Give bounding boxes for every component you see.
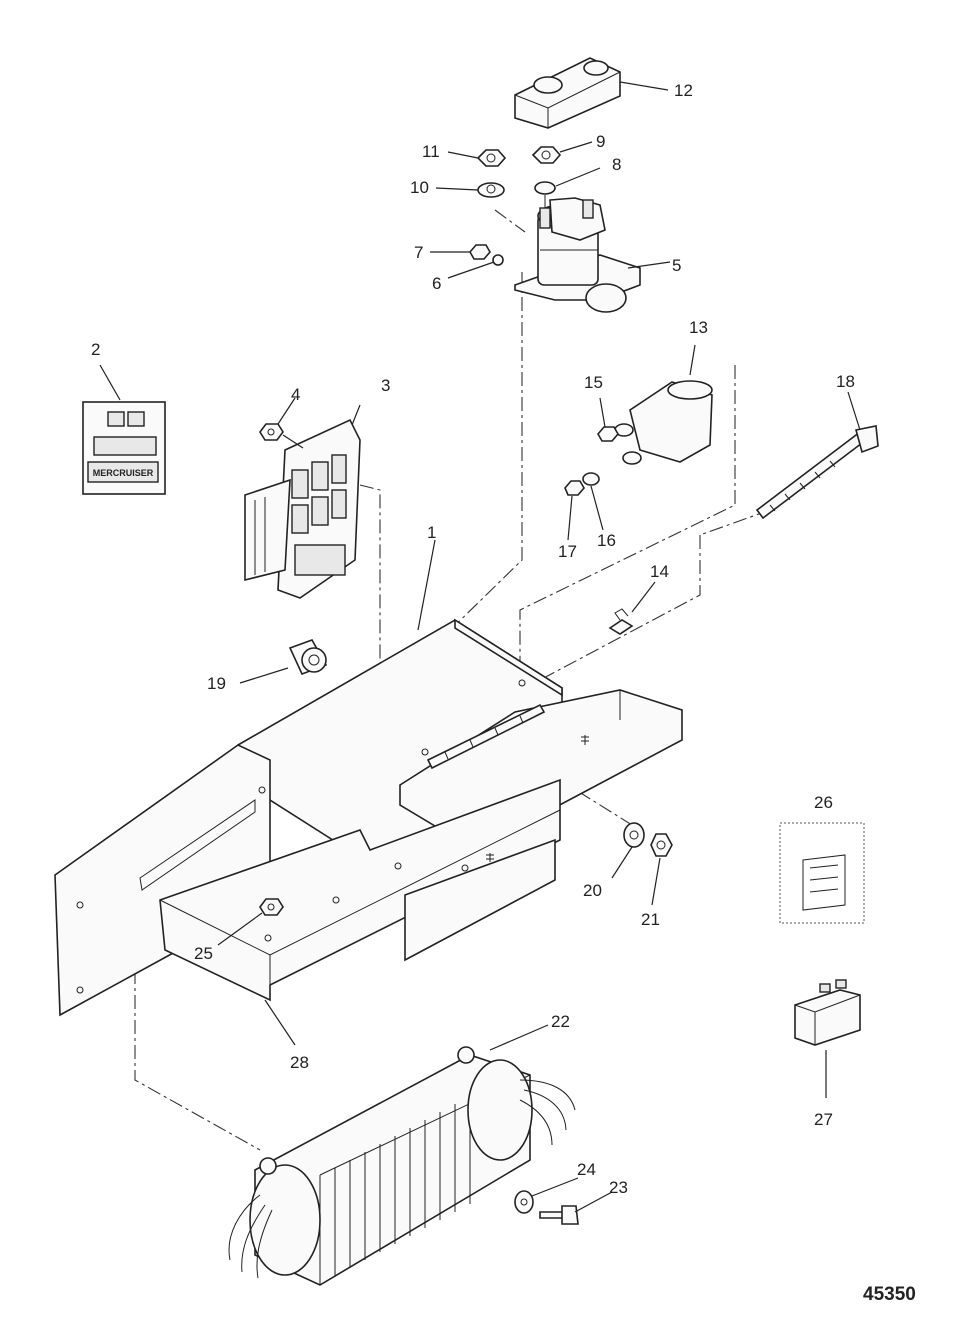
part-12-clamp (514, 57, 669, 129)
part-2-decal: MERCRUISER (82, 364, 166, 495)
part-13-solenoid (614, 344, 713, 465)
part-25-nut (217, 898, 284, 946)
callout-23: 23 (609, 1178, 628, 1197)
part-27-relay (794, 979, 861, 1098)
callout-28: 28 (290, 1053, 309, 1072)
callout-25: 25 (194, 944, 213, 963)
callout-6: 6 (432, 274, 441, 293)
callout-9: 9 (596, 132, 605, 151)
callout-4: 4 (291, 385, 300, 404)
figure-number: 45350 (863, 1284, 916, 1305)
callout-21: 21 (641, 910, 660, 929)
callout-7: 7 (414, 243, 423, 262)
part-19-spacer (239, 639, 328, 684)
part-5-solenoid (514, 197, 671, 313)
part-26-kit (779, 822, 865, 924)
callout-14: 14 (650, 562, 669, 581)
callout-22: 22 (551, 1012, 570, 1031)
callout-19: 19 (207, 674, 226, 693)
callout-11: 11 (422, 142, 440, 161)
callout-3: 3 (381, 376, 390, 395)
parts-15-16-17 (564, 397, 619, 541)
part-18-bolt (755, 391, 879, 520)
parts-23-24 (514, 1177, 613, 1225)
part-4-nut (259, 397, 304, 449)
decal-text: MERCRUISER (93, 468, 154, 478)
part-22-module (228, 1024, 576, 1286)
callout-24: 24 (577, 1160, 596, 1179)
callout-2: 2 (91, 340, 100, 359)
callout-18: 18 (836, 372, 855, 391)
callout-20: 20 (583, 881, 602, 900)
callout-16: 16 (597, 531, 616, 550)
callout-26: 26 (814, 793, 833, 812)
part-3-plate (244, 404, 361, 599)
callout-15: 15 (584, 373, 603, 392)
parts-20-21 (611, 822, 673, 906)
callout-13: 13 (689, 318, 708, 337)
callout-27: 27 (814, 1110, 833, 1129)
callout-10: 10 (410, 178, 429, 197)
callout-5: 5 (672, 256, 681, 275)
part-14-screw (608, 581, 656, 635)
callout-8: 8 (612, 155, 621, 174)
nuts-washers-8-11 (435, 141, 601, 198)
callout-17: 17 (558, 542, 577, 561)
part-1-tray (54, 539, 683, 1046)
callout-12: 12 (674, 81, 693, 100)
callout-labels: 1 2 3 4 5 6 7 8 9 10 11 12 13 14 15 16 1… (91, 81, 855, 1197)
parts-6-7-nuts (430, 244, 504, 279)
callout-1: 1 (427, 523, 436, 542)
